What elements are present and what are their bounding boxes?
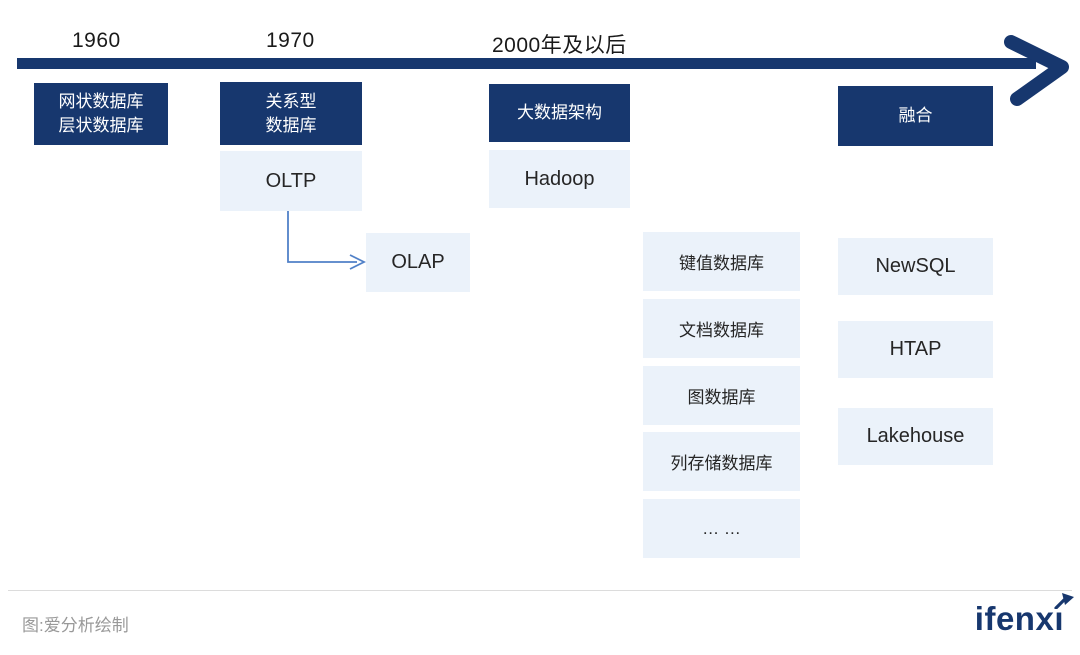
timeline-arrowhead-icon — [1004, 35, 1069, 106]
stage-box-relational-db: 关系型 数据库 — [220, 82, 362, 145]
item-box-hadoop: Hadoop — [489, 150, 630, 208]
item-box-keyvalue-db: 键值数据库 — [643, 232, 800, 291]
connector-arrowhead-icon — [349, 254, 367, 270]
year-label-2000-and-after: 2000年及以后 — [492, 34, 627, 57]
footer-divider — [8, 590, 1072, 591]
item-box-document-db: 文档数据库 — [643, 299, 800, 358]
stage-box-line: 关系型 — [265, 91, 317, 111]
year-label-1970: 1970 — [266, 29, 315, 52]
source-caption: 图:爱分析绘制 — [22, 616, 129, 635]
logo-last-letter: ı — [1054, 593, 1075, 638]
item-box-ellipsis: … … — [643, 499, 800, 558]
item-box-graph-db: 图数据库 — [643, 366, 800, 425]
stage-box-line: 层状数据库 — [58, 116, 144, 135]
stage-box-line: 大数据架构 — [517, 103, 602, 122]
stage-box-fusion: 融合 — [838, 86, 993, 146]
oltp-to-olap-connector — [287, 211, 357, 263]
logo-arrow-icon — [1054, 593, 1075, 609]
logo-text-head: ifenx — [974, 600, 1055, 637]
item-box-htap: HTAP — [838, 321, 993, 378]
stage-box-network-hierarchical-db: 网状数据库 层状数据库 — [34, 83, 168, 145]
logo-last-letter-glyph: ı — [1054, 600, 1064, 637]
item-box-lakehouse: Lakehouse — [838, 408, 993, 465]
item-box-oltp: OLTP — [220, 151, 362, 211]
item-box-columnar-db: 列存储数据库 — [643, 432, 800, 491]
item-box-newsql: NewSQL — [838, 238, 993, 295]
stage-box-line: 网状数据库 — [58, 92, 144, 111]
item-box-olap: OLAP — [366, 233, 470, 292]
stage-box-bigdata-architecture: 大数据架构 — [489, 84, 630, 142]
stage-box-line: 数据库 — [265, 115, 317, 135]
stage-box-line: 融合 — [898, 106, 933, 125]
year-label-1960: 1960 — [72, 29, 121, 52]
